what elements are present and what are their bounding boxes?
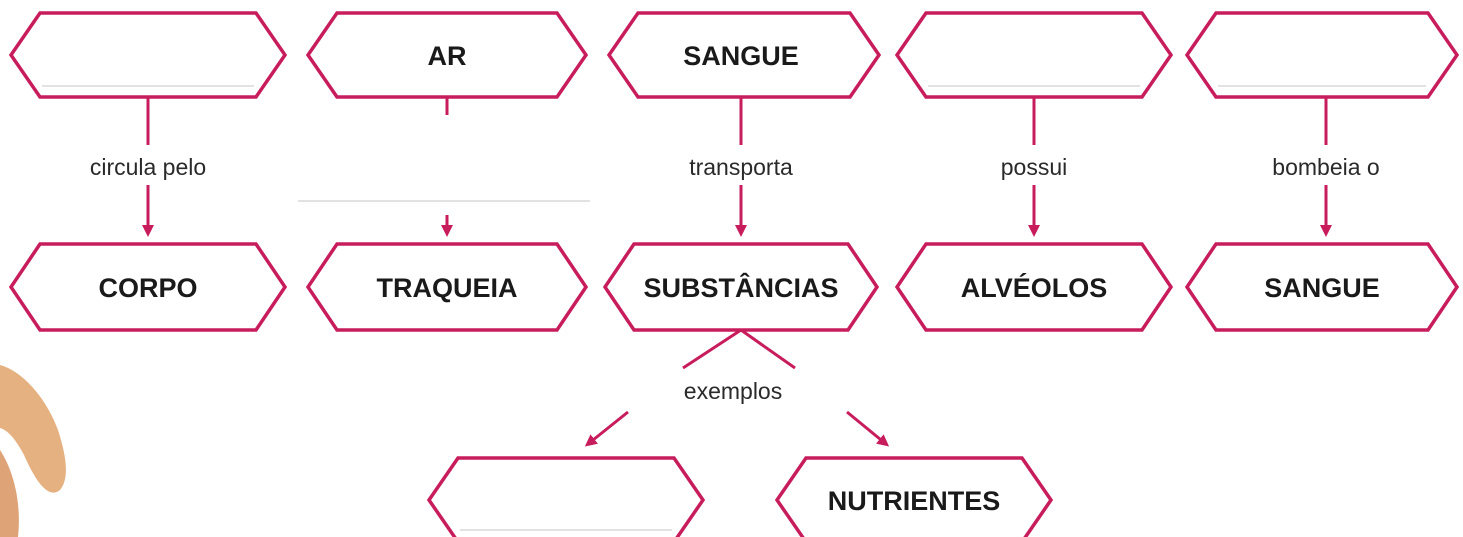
svg-text:SUBSTÂNCIAS: SUBSTÂNCIAS <box>643 272 838 303</box>
hand-illustration <box>0 365 66 493</box>
svg-text:SANGUE: SANGUE <box>683 41 799 71</box>
example-node-0[interactable] <box>426 456 706 537</box>
svg-text:CORPO: CORPO <box>98 273 197 303</box>
top-node-2: SANGUE <box>606 11 882 99</box>
hand-illustration-finger <box>0 450 19 537</box>
examples-label: exemplos <box>684 378 782 404</box>
bottom-node-1: TRAQUEIA <box>305 242 589 332</box>
link-label-4: bombeia o <box>1272 154 1379 180</box>
svg-text:SANGUE: SANGUE <box>1264 273 1380 303</box>
top-node-1: AR <box>305 11 589 99</box>
link-label-0: circula pelo <box>90 154 206 180</box>
bottom-node-0: CORPO <box>8 242 288 332</box>
svg-text:TRAQUEIA: TRAQUEIA <box>377 273 518 303</box>
top-node-0[interactable] <box>8 11 288 99</box>
examples-branch <box>584 328 890 447</box>
top-node-4[interactable] <box>1184 11 1460 99</box>
bottom-node-3: ALVÉOLOS <box>894 242 1174 332</box>
link-label-2: transporta <box>689 154 793 180</box>
svg-text:AR: AR <box>428 41 467 71</box>
svg-text:NUTRIENTES: NUTRIENTES <box>828 486 1001 516</box>
svg-text:ALVÉOLOS: ALVÉOLOS <box>961 272 1108 303</box>
bottom-node-2: SUBSTÂNCIAS <box>602 242 880 332</box>
top-node-3[interactable] <box>894 11 1174 99</box>
link-label-3: possui <box>1001 154 1067 180</box>
bottom-node-4: SANGUE <box>1184 242 1460 332</box>
example-node-1: NUTRIENTES <box>774 456 1054 537</box>
